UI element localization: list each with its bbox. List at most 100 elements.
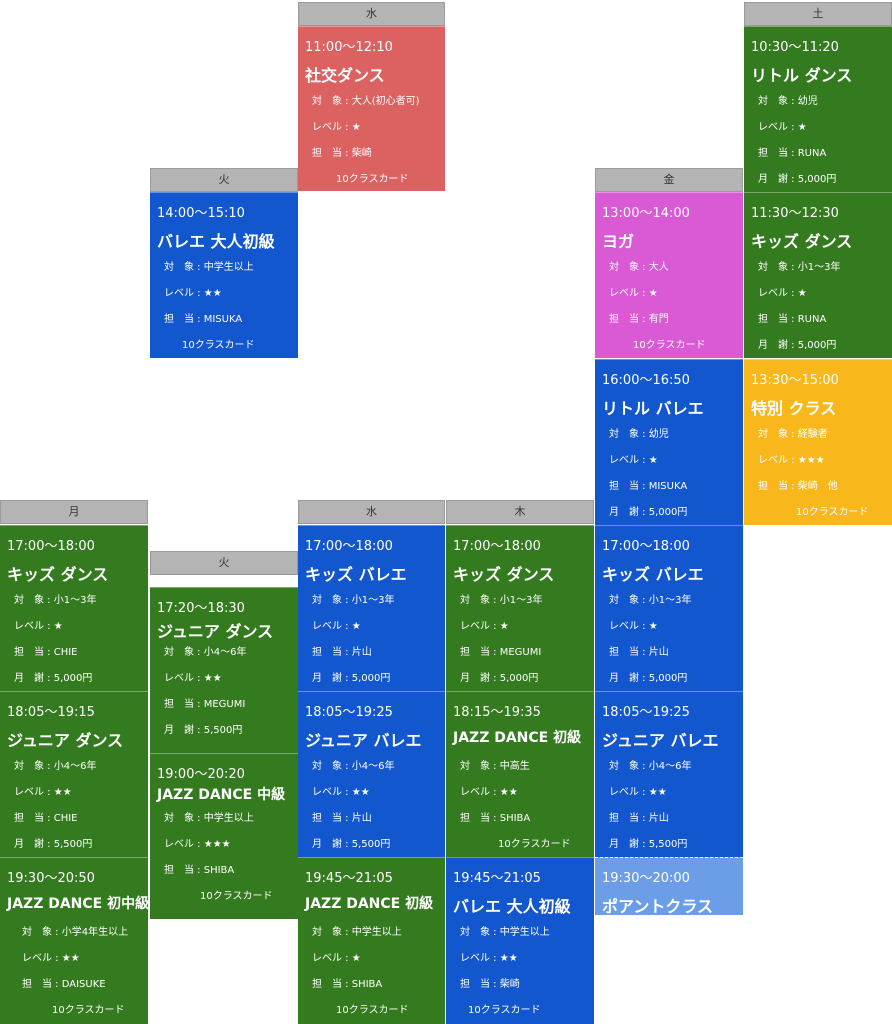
class-title: JAZZ DANCE 中級 [157,787,286,803]
class-card-little-ballet[interactable]: 16:00〜16:50 リトル バレエ 対 象 : 幼児 レベル : ★ 担 当… [595,359,743,525]
class-time: 11:00〜12:10 [305,40,393,55]
class-level: レベル : ★ [14,621,63,632]
class-time: 19:30〜20:50 [7,871,95,886]
class-instructor: 担 当 : 柴崎 [460,979,520,990]
class-card-ballet-adult-beginner-tue[interactable]: 14:00〜15:10 バレエ 大人初級 対 象 : 中学生以上 レベル : ★… [150,192,298,358]
class-title: ヨガ [602,232,635,251]
class-instructor: 担 当 : 片山 [312,813,372,824]
class-fee: 月 謝 : 5,500円 [14,839,93,850]
day-header-monday: 月 [0,500,148,524]
class-level: レベル : ★ [312,122,361,133]
class-instructor: 担 当 : MEGUMI [164,699,246,710]
class-card-jazz-dance-wed[interactable]: 19:45〜21:05 JAZZ DANCE 初級 対 象 : 中学生以上 レベ… [298,857,445,1024]
class-instructor: 担 当 : SHIBA [312,979,383,990]
class-time: 17:00〜18:00 [305,539,393,554]
class-fee: 10クラスカード [182,340,255,351]
class-time: 18:15〜19:35 [453,705,541,720]
class-fee: 月 謝 : 5,000円 [758,174,837,185]
class-target: 対 象 : 中学生以上 [460,927,550,938]
class-title: JAZZ DANCE 初級 [453,730,582,746]
class-title: ポアントクラス [602,897,714,915]
class-instructor: 担 当 : 有門 [609,314,669,325]
class-card-jazz-dance-thu[interactable]: 18:15〜19:35 JAZZ DANCE 初級 対 象 : 中高生 レベル … [446,691,594,857]
class-title: リトル ダンス [751,66,853,85]
class-level: レベル : ★ [312,621,361,632]
class-level: レベル : ★★ [609,787,667,798]
class-instructor: 担 当 : MEGUMI [460,647,542,658]
class-fee: 月 謝 : 5,000円 [14,673,93,684]
class-level: レベル : ★★ [164,673,222,684]
class-level: レベル : ★★ [460,787,518,798]
class-title: リトル バレエ [602,399,704,418]
class-card-kids-dance-sat[interactable]: 11:30〜12:30 キッズ ダンス 対 象 : 小1〜3年 レベル : ★ … [744,192,892,358]
class-target: 対 象 : 小1〜3年 [460,595,543,606]
class-fee: 月 謝 : 5,000円 [460,673,539,684]
class-target: 対 象 : 幼児 [609,429,669,440]
class-target: 対 象 : 大人 [609,262,669,273]
class-instructor: 担 当 : 柴崎 [312,148,372,159]
class-card-kids-ballet-wed[interactable]: 17:00〜18:00 キッズ バレエ 対 象 : 小1〜3年 レベル : ★ … [298,525,445,691]
class-card-yoga[interactable]: 13:00〜14:00 ヨガ 対 象 : 大人 レベル : ★ 担 当 : 有門… [595,192,743,358]
class-card-kids-dance-thu[interactable]: 17:00〜18:00 キッズ ダンス 対 象 : 小1〜3年 レベル : ★ … [446,525,594,691]
class-time: 19:45〜21:05 [453,871,541,886]
class-title: JAZZ DANCE 初級 [305,896,434,912]
class-card-kids-dance-mon[interactable]: 17:00〜18:00 キッズ ダンス 対 象 : 小1〜3年 レベル : ★ … [0,525,148,691]
class-instructor: 担 当 : SHIBA [460,813,531,824]
class-target: 対 象 : 小1〜3年 [758,262,841,273]
class-instructor: 担 当 : RUNA [758,148,827,159]
class-card-little-dance[interactable]: 10:30〜11:20 リトル ダンス 対 象 : 幼児 レベル : ★ 担 当… [744,26,892,192]
class-instructor: 担 当 : 片山 [609,813,669,824]
class-target: 対 象 : 小1〜3年 [312,595,395,606]
class-card-junior-dance-mon[interactable]: 18:05〜19:15 ジュニア ダンス 対 象 : 小4〜6年 レベル : ★… [0,691,148,857]
class-target: 対 象 : 小4〜6年 [164,647,247,658]
class-fee: 10クラスカード [468,1005,541,1016]
class-card-pointe-class[interactable]: 19:30〜20:00 ポアントクラス [595,857,743,915]
class-time: 17:00〜18:00 [453,539,541,554]
class-card-junior-dance-tue[interactable]: 17:20〜18:30 ジュニア ダンス 対 象 : 小4〜6年 レベル : ★… [150,587,298,753]
day-header-tuesday: 火 [150,551,298,575]
class-fee: 10クラスカード [336,1005,409,1016]
class-title: ジュニア バレエ [305,731,422,750]
class-level: レベル : ★★ [164,288,222,299]
class-fee: 月 謝 : 5,500円 [164,725,243,736]
class-target: 対 象 : 小4〜6年 [14,761,97,772]
class-level: レベル : ★ [758,122,807,133]
class-fee: 月 謝 : 5,000円 [312,673,391,684]
class-card-junior-ballet-wed[interactable]: 18:05〜19:25 ジュニア バレエ 対 象 : 小4〜6年 レベル : ★… [298,691,445,857]
class-instructor: 担 当 : DAISUKE [22,979,106,990]
class-title: キッズ バレエ [602,565,704,584]
class-time: 18:05〜19:15 [7,705,95,720]
class-title: JAZZ DANCE 初中級 [7,896,148,912]
class-fee: 10クラスカード [52,1005,125,1016]
class-time: 10:30〜11:20 [751,40,839,55]
class-title: ジュニア ダンス [7,731,124,750]
class-card-jazz-dance-mon[interactable]: 19:30〜20:50 JAZZ DANCE 初中級 対 象 : 小学4年生以上… [0,857,148,1024]
class-card-junior-ballet-fri[interactable]: 18:05〜19:25 ジュニア バレエ 対 象 : 小4〜6年 レベル : ★… [595,691,743,857]
class-fee: 月 謝 : 5,500円 [609,839,688,850]
class-instructor: 担 当 : CHIE [14,813,78,824]
class-instructor: 担 当 : CHIE [14,647,78,658]
class-time: 11:30〜12:30 [751,206,839,221]
class-fee: 10クラスカード [200,891,273,902]
class-title: ジュニア ダンス [157,622,274,641]
class-fee: 月 謝 : 5,000円 [609,673,688,684]
class-title: 社交ダンス [305,66,385,85]
class-target: 対 象 : 経験者 [758,429,828,440]
class-title: 特別 クラス [751,399,837,418]
class-card-social-dance[interactable]: 11:00〜12:10 社交ダンス 対 象 : 大人(初心者可) レベル : ★… [298,26,445,191]
class-level: レベル : ★★★ [758,455,825,466]
class-target: 対 象 : 中学生以上 [164,813,254,824]
class-card-jazz-dance-tue[interactable]: 19:00〜20:20 JAZZ DANCE 中級 対 象 : 中学生以上 レベ… [150,753,298,919]
class-time: 17:00〜18:00 [7,539,95,554]
class-title: キッズ ダンス [453,565,555,584]
class-card-special-class[interactable]: 13:30〜15:00 特別 クラス 対 象 : 経験者 レベル : ★★★ 担… [744,359,892,525]
class-card-ballet-adult-beginner-thu[interactable]: 19:45〜21:05 バレエ 大人初級 対 象 : 中学生以上 レベル : ★… [446,857,594,1024]
day-header-wednesday-top: 水 [298,2,445,26]
class-level: レベル : ★ [312,953,361,964]
class-time: 13:00〜14:00 [602,206,690,221]
class-level: レベル : ★ [609,288,658,299]
class-level: レベル : ★★ [460,953,518,964]
class-level: レベル : ★★ [14,787,72,798]
class-card-kids-ballet-fri[interactable]: 17:00〜18:00 キッズ バレエ 対 象 : 小1〜3年 レベル : ★ … [595,525,743,691]
class-time: 18:05〜19:25 [602,705,690,720]
